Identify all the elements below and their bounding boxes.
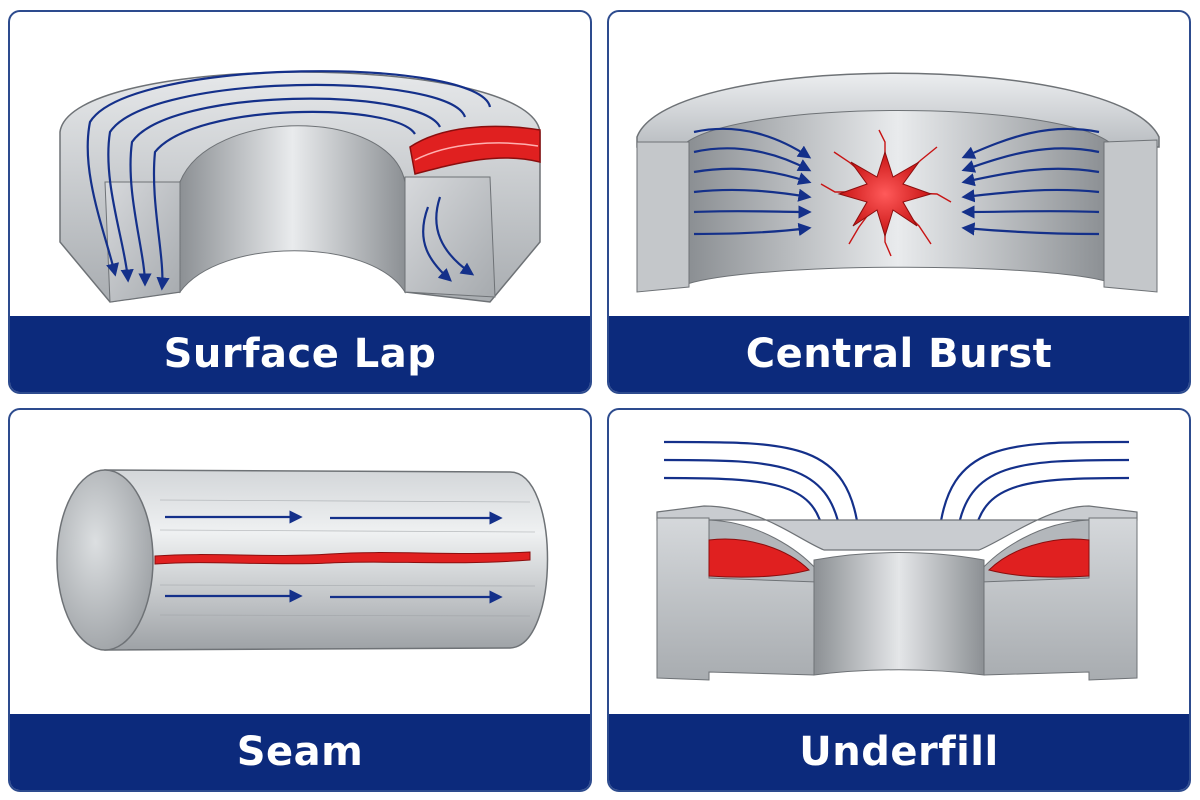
part-top-surface (656, 505, 1138, 551)
flow-arrows (663, 440, 1130, 538)
left-face (636, 141, 690, 293)
flow-arrows-left (693, 127, 812, 236)
seam-defect (154, 551, 531, 565)
central-burst-illustration (636, 72, 1160, 293)
panel-central-burst: Central Burst (607, 10, 1191, 394)
underfill-illustration (656, 440, 1138, 681)
part-neck (813, 552, 985, 676)
underfill-defect-left (708, 538, 810, 578)
right-face (1103, 139, 1158, 293)
caption-underfill: Underfill (609, 714, 1189, 790)
caption-seam: Seam (10, 714, 590, 790)
bar-end-face (56, 469, 154, 651)
lap-defect (409, 125, 541, 175)
left-cut-face (104, 181, 181, 303)
seam-illustration (56, 469, 549, 651)
flow-lines (86, 70, 492, 291)
flow-arrows (165, 510, 503, 604)
flow-arrows-right (961, 127, 1100, 236)
panel-surface-lap: Surface Lap (8, 10, 592, 394)
ring-inner-wall (179, 125, 406, 294)
underfill-defect-right (988, 538, 1090, 578)
panel-underfill: Underfill (607, 408, 1191, 792)
panel-seam: Seam (8, 408, 592, 792)
central-burst-defect (820, 129, 952, 257)
caption-surface-lap: Surface Lap (10, 316, 590, 392)
caption-central-burst: Central Burst (609, 316, 1189, 392)
surface-lap-illustration (59, 70, 541, 303)
